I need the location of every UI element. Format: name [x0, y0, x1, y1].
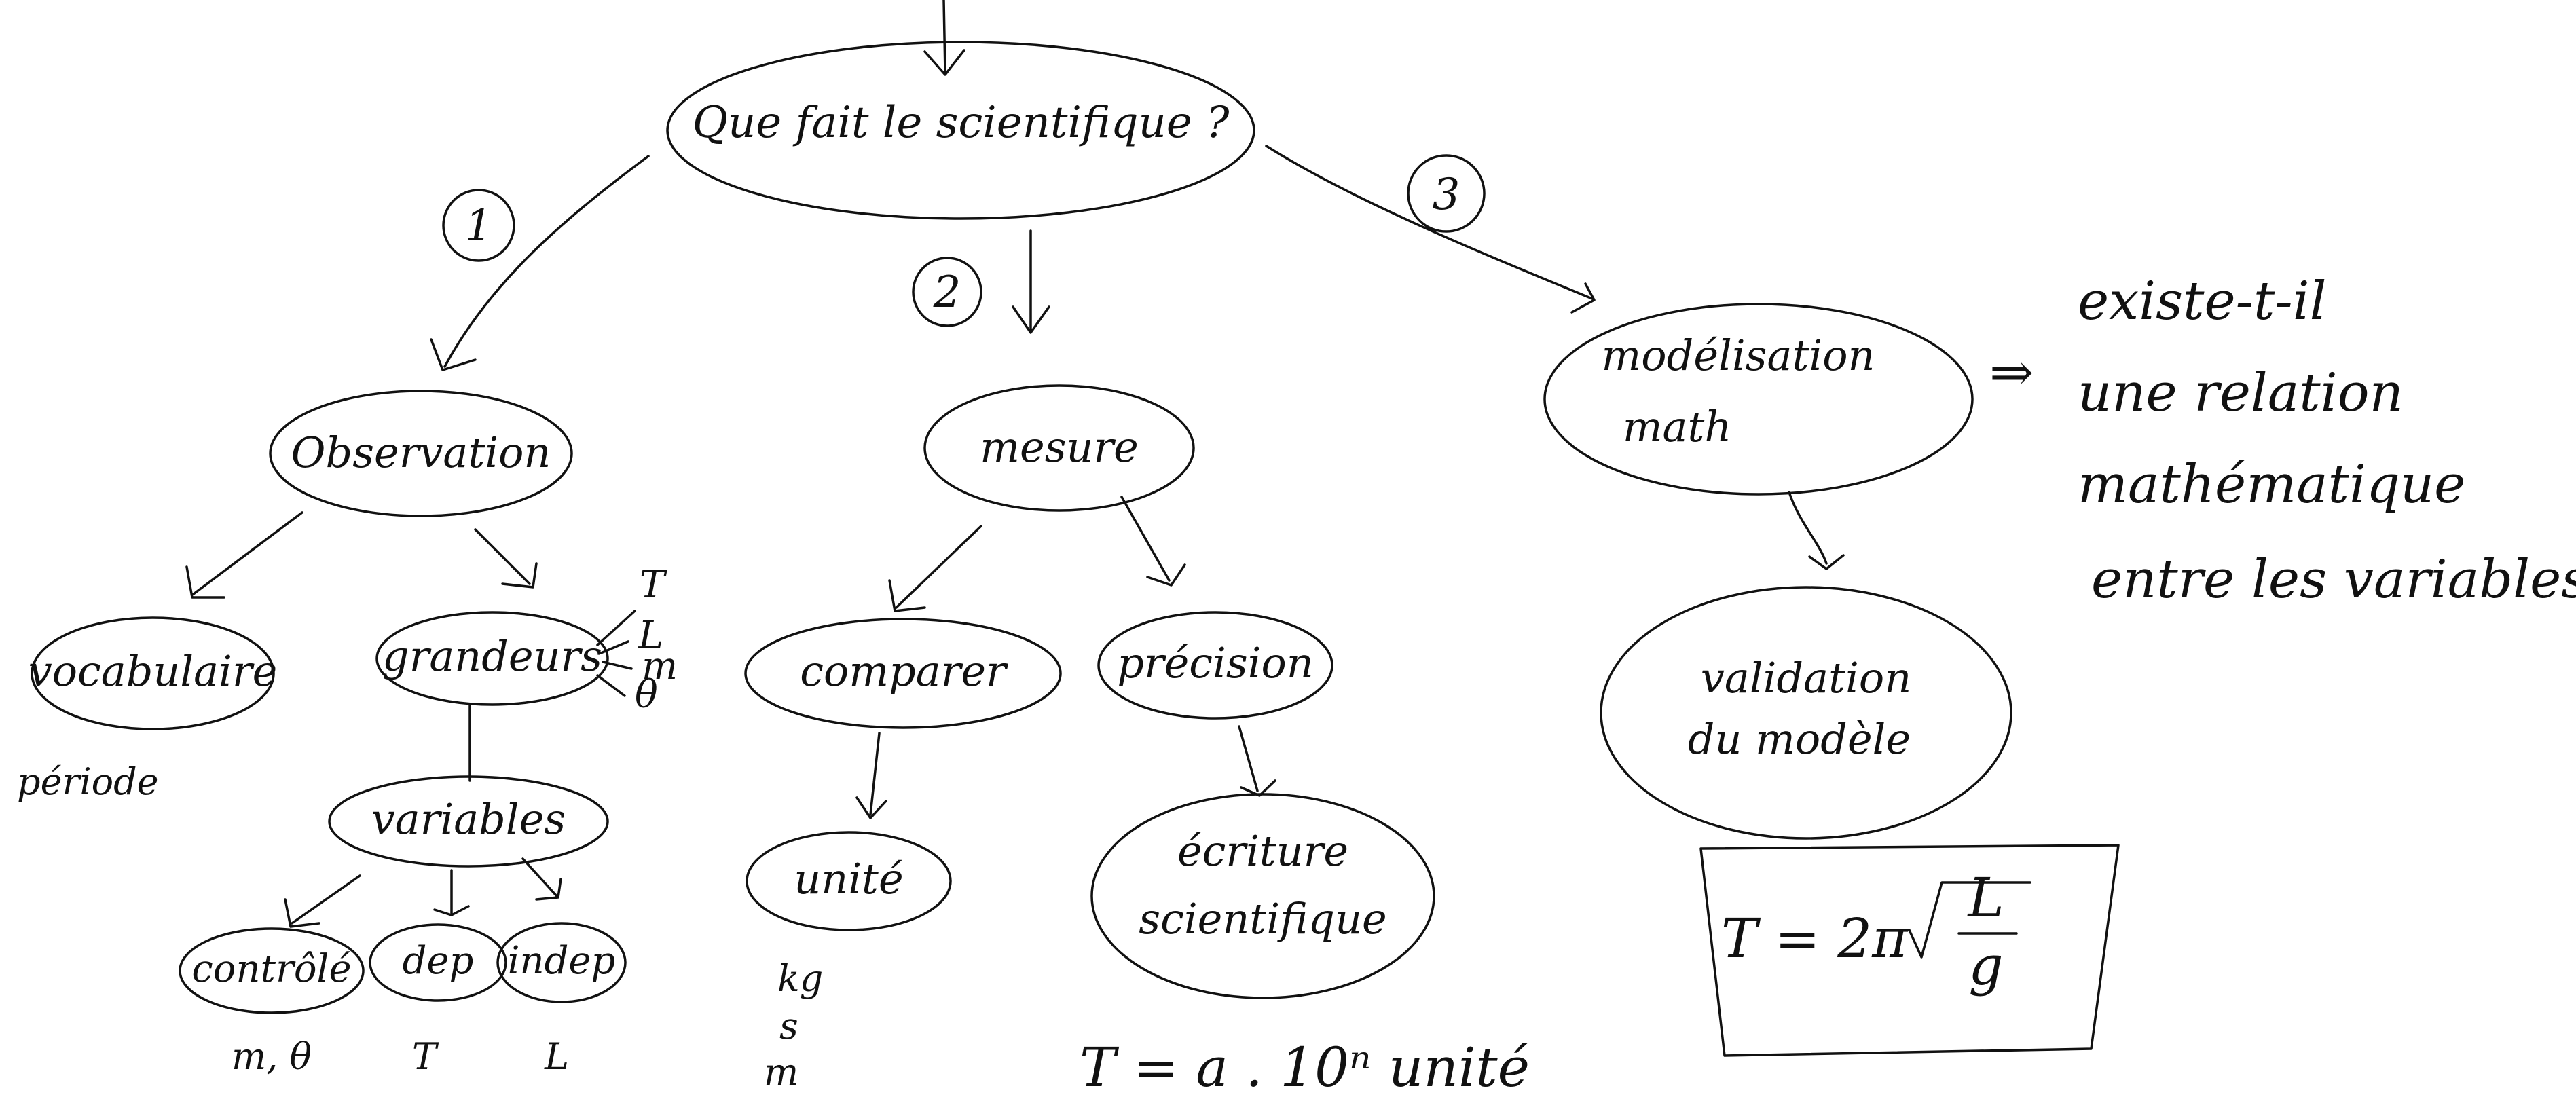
dep-node: dep	[369, 923, 507, 1002]
svg-text:scientifique: scientifique	[1139, 894, 1386, 944]
svg-text:grandeurs: grandeurs	[382, 631, 602, 681]
question-block: ⇒ existe-t-il une relation mathématique …	[1989, 271, 2576, 610]
edge-variables-children	[284, 857, 562, 928]
svg-text:vocabulaire: vocabulaire	[29, 646, 278, 696]
validation-node: validation du modèle	[1600, 586, 2012, 840]
indep-node: indep	[496, 922, 627, 1003]
svg-text:une relation: une relation	[2078, 362, 2404, 424]
comparer-node: comparer	[744, 618, 1062, 729]
root-label: Que fait le scientifique ?	[693, 98, 1230, 148]
variables-node: variables	[328, 775, 609, 868]
svg-text:m: m	[642, 644, 678, 688]
incoming-arrow	[923, 0, 965, 76]
svg-text:modélisation: modélisation	[1602, 331, 1875, 380]
observation-node: Observation	[269, 390, 573, 517]
edge-observation-vocabulaire	[185, 511, 303, 599]
precision-node: précision	[1097, 611, 1333, 720]
note-dep-var: T	[412, 1035, 439, 1078]
edge-comparer-unite	[855, 732, 887, 819]
svg-text:comparer: comparer	[800, 646, 1008, 696]
svg-text:3: 3	[1433, 170, 1460, 220]
note-controle-vars: m, θ	[232, 1035, 312, 1078]
vocabulaire-node: vocabulaire	[29, 616, 278, 730]
svg-text:validation: validation	[1701, 653, 1911, 703]
edge-root-observation	[430, 155, 650, 371]
branch-badge-2: 2	[912, 257, 982, 327]
note-indep-var: L	[544, 1035, 569, 1078]
modelisation-node: modélisation math	[1543, 303, 1974, 496]
edge-mesure-comparer	[888, 525, 982, 612]
controle-node: contrôlé	[179, 927, 365, 1014]
svg-text:L: L	[638, 614, 663, 658]
svg-text:θ: θ	[635, 673, 658, 717]
note-sci-notation: T = a . 10ⁿ unité	[1080, 1036, 1530, 1097]
svg-text:2: 2	[933, 267, 961, 318]
svg-text:indep: indep	[508, 939, 616, 983]
grandeur-examples: T L m θ	[596, 563, 678, 717]
svg-text:du modèle: du modèle	[1688, 714, 1911, 764]
svg-text:variables: variables	[371, 794, 566, 844]
svg-text:1: 1	[465, 201, 493, 251]
root-node: Que fait le scientifique ?	[666, 41, 1255, 220]
svg-text:math: math	[1623, 402, 1732, 451]
branch-badge-1: 1	[442, 189, 515, 262]
svg-text:mathématique: mathématique	[2078, 454, 2465, 515]
implies-arrow: ⇒	[1989, 342, 2034, 403]
svg-text:T = 2π: T = 2π	[1721, 907, 1909, 970]
note-unit-m: m	[764, 1051, 798, 1094]
svg-text:entre les variables ?: entre les variables ?	[2091, 549, 2576, 610]
edge-root-mesure	[1012, 229, 1050, 334]
note-unit-kg: kg	[777, 957, 823, 1000]
svg-text:mesure: mesure	[980, 422, 1139, 472]
edge-modelisation-validation	[1788, 491, 1845, 570]
edge-observation-grandeurs	[474, 528, 538, 589]
edge-mesure-precision	[1120, 496, 1186, 587]
edge-root-modelisation	[1265, 145, 1596, 314]
svg-text:L: L	[1966, 866, 2004, 929]
grandeurs-node: grandeurs	[375, 611, 609, 706]
note-unit-s: s	[779, 1005, 798, 1047]
svg-text:contrôlé: contrôlé	[191, 947, 351, 991]
svg-text:dep: dep	[403, 939, 474, 983]
svg-text:g: g	[1968, 934, 2003, 997]
ecriture-node: écriture scientifique	[1090, 793, 1435, 999]
mesure-node: mesure	[923, 384, 1195, 512]
unite-node: unité	[746, 831, 952, 931]
edge-precision-ecriture	[1238, 725, 1276, 797]
note-periode: période	[17, 760, 159, 803]
svg-text:unité: unité	[794, 854, 903, 904]
svg-text:précision: précision	[1117, 638, 1313, 688]
svg-text:Observation: Observation	[291, 428, 551, 477]
svg-text:écriture: écriture	[1177, 826, 1348, 876]
svg-text:existe-t-il: existe-t-il	[2078, 271, 2327, 332]
svg-text:T: T	[640, 563, 667, 607]
pendulum-formula-box: T = 2π L g	[1699, 844, 2120, 1057]
branch-badge-3: 3	[1407, 154, 1486, 233]
